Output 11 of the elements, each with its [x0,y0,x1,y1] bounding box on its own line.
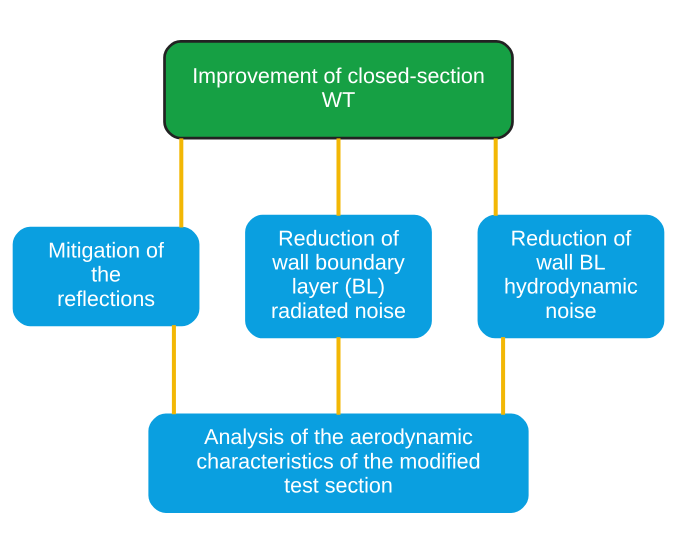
node-box: Reduction of wall BL hydrodynamic noise [478,214,664,338]
connector [172,325,176,414]
node-box: Reduction of wall boundary layer (BL) radiated noise [245,214,432,338]
node-box: Analysis of the aerodynamic characteristics of the modified test section [148,414,529,513]
node-box: Mitigation of the reflections [12,226,200,326]
connector [336,138,341,216]
connector [179,138,184,228]
node-box: Improvement of closed-section WT [163,40,514,140]
connector [501,337,506,415]
connector [494,138,498,216]
connector [336,337,341,415]
